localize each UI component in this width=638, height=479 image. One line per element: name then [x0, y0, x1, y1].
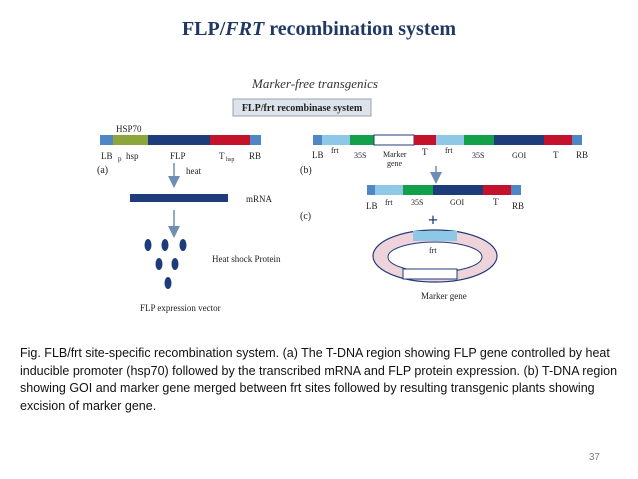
ring-label-frt: frt: [429, 246, 437, 255]
b-rb-segment: [572, 135, 582, 145]
a-label-t-sub: hsp: [226, 157, 234, 163]
b-frt2-segment: [436, 135, 464, 145]
b-panel-tag: (b): [300, 165, 312, 176]
ring-label-marker-gene: Marker gene: [421, 291, 467, 301]
c-frt-segment: [375, 185, 403, 195]
b-35s1-segment: [350, 135, 374, 145]
c-lb-segment: [367, 185, 375, 195]
b-frt1-segment: [322, 135, 350, 145]
recombination-figure: Marker-free transgenics FLP/frt recombin…: [97, 76, 588, 313]
b-marker-segment: [373, 134, 415, 146]
a-thsp-segment: [210, 135, 250, 145]
b-label-goi: GOI: [512, 151, 527, 160]
a-label-heat: heat: [186, 166, 201, 176]
a-hsp-segment: [113, 135, 148, 145]
figure-caption: Fig. FLB/frt site-specific recombination…: [20, 346, 618, 413]
b-label-marker1: Marker: [383, 150, 407, 159]
a-label-t: T: [219, 151, 225, 161]
a-label-flp: FLP: [170, 151, 186, 161]
b-lb-segment: [313, 135, 322, 145]
b-label-35s1: 35S: [354, 151, 366, 160]
b-label-35s2: 35S: [472, 151, 484, 160]
b-35s2-segment: [464, 135, 494, 145]
protein-dot: [144, 239, 152, 251]
c-panel-tag: (c): [300, 211, 311, 222]
a-label-rb: RB: [249, 151, 261, 161]
c-goi-segment: [433, 185, 483, 195]
b-goi-segment: [494, 135, 544, 145]
a-flp-segment: [148, 135, 210, 145]
b-label-t1: T: [422, 147, 428, 157]
c-plus-sign: +: [428, 210, 438, 230]
b-t1-segment: [414, 135, 436, 145]
figure-heading: Marker-free transgenics: [251, 76, 378, 91]
c-label-goi: GOI: [450, 198, 465, 207]
c-35s-segment: [403, 185, 433, 195]
system-label: FLP/frt recombinase system: [242, 103, 363, 114]
c-label-lb: LB: [366, 201, 378, 211]
c-rb-segment: [511, 185, 521, 195]
c-label-frt: frt: [385, 198, 393, 207]
title-flp: FLP/: [181, 18, 226, 40]
title-frt: FRT: [225, 18, 265, 40]
label-hsp70: HSP70: [116, 124, 142, 134]
ring-marker-segment: [402, 268, 458, 280]
a-label-protein: Heat shock Protein: [212, 254, 281, 264]
c-label-rb: RB: [512, 201, 524, 211]
a-protein-dots: [144, 239, 187, 289]
protein-dot: [161, 239, 169, 251]
b-label-frt2: frt: [445, 146, 453, 155]
protein-dot: [171, 258, 179, 270]
a-label-vector: FLP expression vector: [140, 303, 221, 313]
protein-dot: [155, 258, 163, 270]
protein-dot: [179, 239, 187, 251]
a-rb-segment: [250, 135, 261, 145]
b-label-lb: LB: [312, 150, 324, 160]
c-label-35s: 35S: [411, 198, 423, 207]
title-rest: recombination system: [264, 18, 457, 40]
a-label-mrna: mRNA: [246, 194, 273, 204]
a-label-p: p: [118, 155, 122, 163]
slide-title: FLP/FRT recombination system: [0, 18, 638, 41]
b-label-t2: T: [553, 150, 559, 160]
b-label-frt1: frt: [331, 146, 339, 155]
c-t-segment: [483, 185, 511, 195]
a-mrna-bar: [130, 194, 228, 202]
b-label-rb: RB: [576, 150, 588, 160]
a-panel-tag: (a): [97, 165, 108, 176]
b-label-marker2: gene: [387, 159, 403, 168]
b-t2-segment: [544, 135, 572, 145]
protein-dot: [164, 277, 172, 289]
a-label-hsp: hsp: [126, 151, 139, 161]
system-label-box: [232, 98, 372, 117]
c-label-t: T: [493, 197, 499, 207]
page-number: 37: [588, 452, 600, 463]
a-lb-segment: [100, 135, 113, 145]
ring-frt-segment: [413, 231, 457, 241]
a-label-lb: LB: [101, 151, 113, 161]
